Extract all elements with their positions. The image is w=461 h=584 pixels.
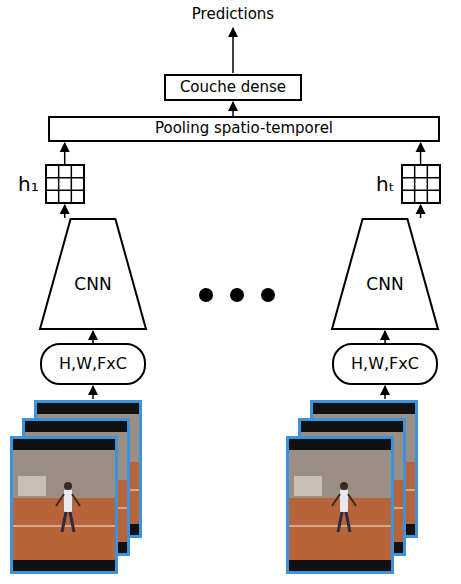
video-clip-left <box>10 400 142 574</box>
flow-arrow <box>64 143 66 164</box>
flow-arrow <box>64 205 66 218</box>
output-arrow <box>232 28 234 73</box>
input-shape-box: H,W,FxC <box>332 343 438 385</box>
input-shape-box: H,W,FxC <box>40 343 146 385</box>
trapezoid-outline <box>39 218 147 330</box>
flow-arrow <box>420 143 422 164</box>
trapezoid-outline <box>331 218 439 330</box>
ellipsis-dots <box>199 288 275 302</box>
clip-arrow <box>92 386 94 399</box>
feature-name: h₁ <box>18 173 39 196</box>
feature-map: h₁ <box>18 164 85 204</box>
flow-arrow <box>384 331 386 343</box>
node-label: Couche dense <box>180 79 286 96</box>
cnn-trapezoid: CNN <box>39 218 147 330</box>
video-clip-right <box>286 400 418 574</box>
node-label: CNN <box>74 253 111 295</box>
feature-grid <box>401 164 441 204</box>
node-label: H,W,FxC <box>59 355 127 373</box>
pooling-box: Pooling spatio-temporel <box>48 116 440 142</box>
cnn-trapezoid: CNN <box>331 218 439 330</box>
node-label: Pooling spatio-temporel <box>155 120 333 137</box>
feature-map: hₜ <box>376 164 441 204</box>
node-label: CNN <box>366 253 403 295</box>
flow-arrow <box>92 331 94 343</box>
node-label: H,W,FxC <box>351 355 419 373</box>
clip-arrow <box>384 386 386 399</box>
output-label: Predictions <box>192 5 274 23</box>
flow-arrow <box>232 102 234 116</box>
flow-arrow <box>420 205 422 218</box>
feature-name: hₜ <box>376 173 395 196</box>
feature-grid <box>45 164 85 204</box>
dense-layer-box: Couche dense <box>164 74 302 101</box>
